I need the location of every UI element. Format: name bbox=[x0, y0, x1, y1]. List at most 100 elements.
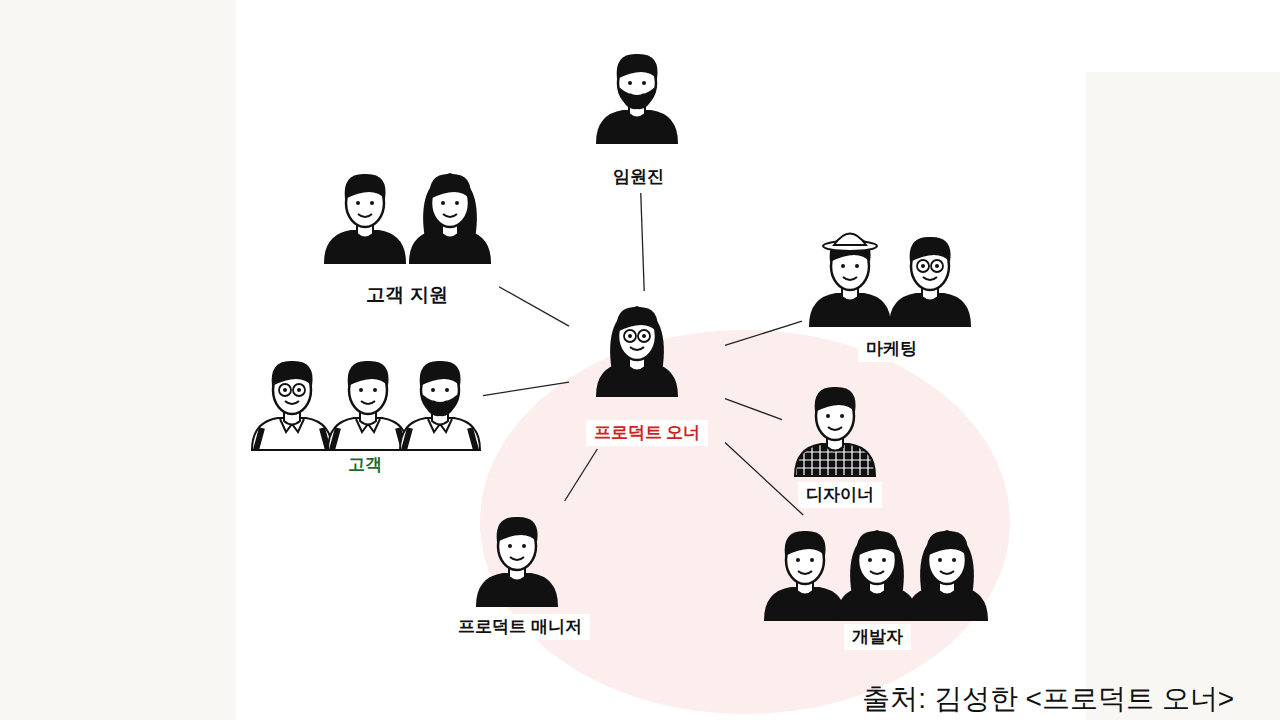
eye bbox=[841, 264, 845, 268]
eye bbox=[359, 388, 363, 392]
role-label: 마케팅 bbox=[858, 336, 925, 362]
role-label: 개발자 bbox=[844, 624, 911, 650]
person-figure bbox=[837, 530, 917, 620]
role-label: 프로덕트 매니저 bbox=[450, 614, 590, 640]
hat bbox=[834, 234, 866, 246]
person-figure bbox=[328, 361, 408, 450]
person-figure bbox=[765, 531, 845, 620]
eye bbox=[370, 201, 374, 205]
person-node: 프로덕트 매니저 bbox=[440, 504, 600, 640]
hair bbox=[430, 174, 471, 199]
relation-line bbox=[483, 382, 569, 395]
glasses bbox=[293, 384, 305, 396]
mouth bbox=[443, 214, 457, 217]
eye bbox=[855, 264, 859, 268]
hair bbox=[345, 174, 386, 199]
role-label: 디자이너 bbox=[798, 482, 882, 508]
hair bbox=[272, 361, 313, 386]
hair bbox=[815, 387, 856, 412]
hair bbox=[348, 361, 389, 386]
hair bbox=[497, 517, 538, 542]
mouth bbox=[285, 401, 299, 404]
glasses bbox=[917, 260, 929, 272]
person-figure bbox=[477, 517, 557, 606]
eye bbox=[796, 558, 800, 562]
mouth bbox=[630, 347, 644, 350]
person-figure bbox=[325, 174, 405, 263]
mouth bbox=[843, 277, 857, 280]
eye bbox=[441, 201, 445, 205]
person-figure bbox=[410, 173, 490, 263]
relation-line bbox=[725, 399, 782, 420]
person-node: 고객 지원 bbox=[318, 160, 496, 310]
eye bbox=[882, 558, 886, 562]
eye bbox=[522, 544, 526, 548]
glasses bbox=[931, 260, 943, 272]
relation-line bbox=[499, 287, 569, 326]
relation-line bbox=[725, 442, 803, 515]
beard bbox=[619, 87, 655, 109]
person-node: 고객 bbox=[250, 350, 480, 478]
glasses bbox=[638, 330, 650, 342]
eye bbox=[868, 558, 872, 562]
eye bbox=[445, 388, 449, 392]
person-figure bbox=[597, 306, 677, 396]
eye bbox=[840, 414, 844, 418]
person-figure bbox=[252, 361, 332, 450]
person-figure bbox=[400, 361, 480, 450]
eye bbox=[826, 414, 830, 418]
person-figure bbox=[795, 387, 875, 476]
eye bbox=[952, 558, 956, 562]
glasses bbox=[624, 330, 636, 342]
person-figure bbox=[810, 234, 890, 327]
person-node: 임원진 bbox=[588, 40, 688, 190]
mouth bbox=[940, 571, 954, 574]
mouth bbox=[361, 401, 375, 404]
hair bbox=[785, 531, 826, 556]
person-node: 마케팅 bbox=[805, 224, 977, 362]
eye bbox=[283, 388, 287, 392]
glasses bbox=[279, 384, 291, 396]
hair bbox=[910, 237, 951, 262]
hair-back bbox=[423, 173, 477, 239]
hair bbox=[927, 531, 968, 556]
vest bbox=[256, 428, 328, 450]
person-figure bbox=[597, 54, 677, 143]
hair bbox=[617, 307, 658, 332]
person-node: 디자이너 bbox=[785, 374, 895, 508]
team-region bbox=[480, 330, 1010, 714]
hair-back bbox=[850, 530, 904, 596]
relation-line bbox=[725, 321, 802, 345]
mouth bbox=[358, 214, 372, 217]
eye bbox=[356, 201, 360, 205]
eye bbox=[642, 334, 646, 338]
hair-back bbox=[610, 306, 664, 372]
role-label: 고객 지원 bbox=[358, 281, 455, 310]
vest bbox=[404, 428, 476, 450]
eye bbox=[921, 264, 925, 268]
eye bbox=[810, 558, 814, 562]
eye bbox=[935, 264, 939, 268]
person-figure bbox=[890, 237, 970, 326]
eye bbox=[297, 388, 301, 392]
eye bbox=[628, 334, 632, 338]
person-figure bbox=[907, 530, 987, 620]
eye bbox=[642, 81, 646, 85]
eye bbox=[938, 558, 942, 562]
eye bbox=[508, 544, 512, 548]
hair bbox=[420, 361, 461, 386]
eye bbox=[455, 201, 459, 205]
mouth bbox=[510, 557, 524, 560]
mouth bbox=[798, 571, 812, 574]
relation-line bbox=[565, 449, 598, 501]
vest bbox=[332, 428, 404, 450]
eye bbox=[373, 388, 377, 392]
mouth bbox=[870, 571, 884, 574]
role-label: 프로덕트 오너 bbox=[586, 420, 709, 446]
mouth bbox=[923, 277, 937, 280]
person-node: 개발자 bbox=[765, 518, 990, 650]
page-panel bbox=[236, 0, 1086, 720]
eye bbox=[431, 388, 435, 392]
